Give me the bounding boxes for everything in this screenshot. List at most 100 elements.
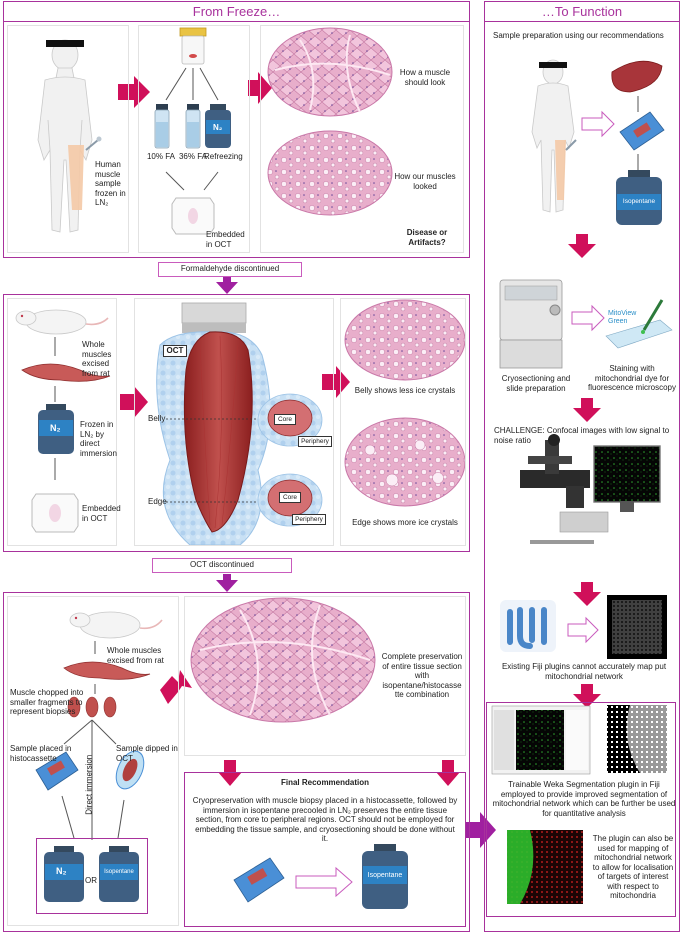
cassette-icon-row2: [31, 493, 79, 533]
core-tag-edge: Core: [279, 492, 301, 503]
arrow-to-final-right: [436, 760, 460, 786]
connector-arrow-2: [216, 574, 238, 592]
face-redaction-bar: [46, 40, 84, 47]
row2-panel-result: [340, 298, 466, 546]
row1-panel-human: [7, 25, 129, 253]
n2-dewar-icon-row1: [205, 104, 231, 148]
right-arrow-3: [573, 582, 601, 606]
isopentane-badge-row3: Isopentane: [104, 869, 134, 875]
confocal-microscope-icon: [520, 434, 609, 544]
should-look-label: How a muscle should look: [399, 68, 451, 87]
final-recommendation-text: Cryopreservation with muscle biopsy plac…: [192, 796, 458, 843]
left-section-title: From Freeze…: [3, 1, 470, 22]
excised-muscle-icon: [21, 363, 111, 382]
row1-frame: [3, 21, 470, 258]
dewar-choice-frame: [36, 838, 148, 914]
n2-badge-row1: N₂: [213, 123, 223, 132]
rat-label-row2: Whole muscles excised from rat: [82, 340, 112, 378]
core-tag-belly: Core: [274, 414, 296, 425]
muscle-biopsy-icon: [611, 60, 663, 93]
belly-label: Belly: [148, 414, 166, 423]
excised-muscle-icon-2: [63, 661, 151, 680]
preservation-label: Complete preservation of entire tissue s…: [381, 652, 463, 699]
arrow-to-function: [466, 812, 496, 848]
plugin-label: The plugin can also be used for mapping …: [592, 834, 674, 900]
sample-container-icon: [179, 27, 207, 65]
rat-label-row3: Whole muscles excised from rat: [107, 646, 164, 665]
final-recommendation-title: Final Recommendation: [280, 778, 369, 787]
row2-panel-rat: [7, 298, 117, 546]
mitoview-label: MitoView Green: [608, 310, 637, 325]
n2-dewar-icon-row2: [38, 404, 74, 454]
isopentane-dewar-icon-row3: [99, 846, 139, 902]
histocassette-icon-row3: [35, 751, 79, 791]
staining-label: Staining with mitochondrial dye for fluo…: [587, 364, 677, 392]
weka-label: Trainable Weka Segmentation plugin in Fi…: [492, 780, 676, 818]
disease-question: Disease or Artifacts?: [406, 228, 448, 247]
n2-badge-row2: N₂: [50, 423, 61, 433]
final-recommendation-frame: [184, 772, 466, 927]
fa10-label: 10% FA: [146, 152, 175, 161]
n2-dewar-icon-row3: [44, 846, 84, 902]
arrow-to-final-left: [218, 760, 242, 786]
fa36-label: 36% FA: [178, 152, 207, 161]
right-arrow-2: [573, 398, 601, 422]
n2-badge-row3: N₂: [56, 866, 67, 876]
right-isopentane-dewar-icon: [616, 170, 662, 225]
final-isopentane-badge: Isopentane: [367, 872, 403, 879]
edge-result-label: Edge shows more ice crystals: [352, 518, 458, 527]
row3-panel-rat: [7, 596, 179, 926]
row3-panel-result: [184, 596, 466, 756]
human-sample-label: Human muscle sample frozen in LN₂: [95, 160, 126, 207]
right-isopentane-badge: Isopentane: [622, 198, 656, 205]
row2-panel-oct: [134, 298, 334, 546]
final-isopentane-dewar-icon: [362, 844, 408, 909]
final-histocassette-icon: [233, 857, 285, 903]
refreezing-label: Refreezing: [204, 152, 243, 161]
belly-result-label: Belly shows less ice crystals: [354, 386, 456, 395]
row2-frame: [3, 294, 470, 552]
right-outline-arrow-3: [567, 616, 599, 644]
preserved-tissue-image: [190, 597, 376, 723]
row1-panel-result: [260, 25, 464, 253]
right-outline-arrow-2: [571, 304, 605, 332]
final-outline-arrow: [295, 866, 353, 898]
connector-oct: OCT discontinued: [152, 558, 292, 573]
tube-split-arrows: [165, 67, 219, 101]
oct-tag: OCT: [163, 345, 187, 357]
cryosectioning-label: Cryosectioning and slide preparation: [501, 374, 571, 393]
periphery-tag-edge: Periphery: [292, 514, 326, 525]
fiji-logo-icon: [500, 600, 556, 652]
prep-title: Sample preparation using our recommendat…: [493, 31, 664, 40]
rat-icon-1: [15, 309, 109, 335]
frozen-label: Frozen in LN₂ by direct immersion: [80, 420, 117, 458]
oct-dipped-sample-icon: [115, 750, 145, 790]
direct-immersion-label: Direct immersion: [84, 754, 94, 815]
leg-highlight: [68, 145, 84, 210]
cryostat-icon: [499, 279, 563, 369]
staining-slide-icon: [605, 299, 673, 349]
muscle-fragments-icon: [67, 696, 117, 718]
connector-formaldehyde: Formaldehyde discontinued: [158, 262, 302, 277]
looked-label: How our muscles looked: [394, 172, 456, 191]
right-arrow-1: [568, 234, 596, 258]
or-label: OR: [85, 876, 97, 885]
weka-subframe: [486, 702, 676, 917]
artifact-tissue-image: [267, 130, 393, 216]
cassette-icon-row1: [171, 197, 215, 235]
embedded-oct-label-row2: Embedded in OCT: [82, 504, 121, 523]
rat-icon-2: [69, 611, 163, 639]
fiji-limitation-label: Existing Fiji plugins cannot accurately …: [501, 662, 667, 681]
histocassette-label: Sample placed in histocassette: [10, 744, 72, 763]
dipped-oct-label: Sample dipped in OCT: [116, 744, 178, 763]
right-column-frame: [484, 21, 680, 932]
right-outline-arrow-1: [581, 110, 615, 138]
connector-arrow-1: [216, 276, 238, 294]
right-histocassette-icon: [619, 111, 665, 151]
syringe-icon: [85, 136, 102, 151]
row1-panel-fix: [138, 25, 250, 253]
challenge-label: CHALLENGE: Confocal images with low sign…: [494, 426, 670, 445]
vial-10-fa-icon: [154, 104, 170, 149]
right-arrow-4: [573, 684, 601, 708]
